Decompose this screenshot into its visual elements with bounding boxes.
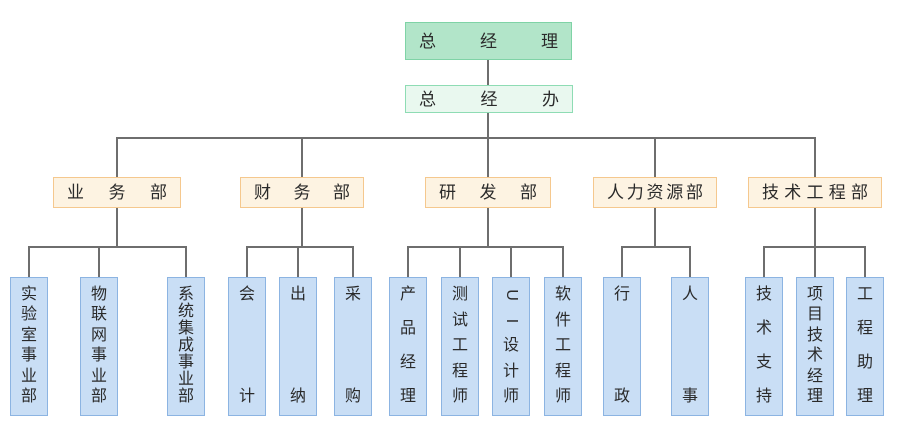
connector-line	[864, 247, 866, 277]
connector-line	[352, 247, 354, 277]
connector-line	[814, 208, 816, 247]
node-unit-laboratory-division: 实验室事业部	[10, 277, 48, 416]
connector-line	[28, 247, 30, 277]
node-general-manager: 总经理	[405, 22, 572, 60]
node-dept-tech-engineering: 技术工程部	[748, 177, 882, 208]
connector-line	[246, 246, 354, 248]
connector-line	[621, 247, 623, 277]
connector-line	[689, 247, 691, 277]
connector-line	[621, 246, 691, 248]
node-unit-product-manager: 产品经理	[389, 277, 427, 416]
node-dept-rnd: 研发部	[425, 177, 551, 208]
connector-line	[185, 247, 187, 277]
connector-line	[487, 113, 489, 138]
node-unit-accounting: 会计	[228, 277, 266, 416]
node-unit-tech-support: 技术支持	[745, 277, 783, 416]
connector-line	[116, 137, 816, 139]
node-unit-system-integration-division: 系统集成事业部	[167, 277, 205, 416]
node-unit-personnel: 人事	[671, 277, 709, 416]
node-unit-iot-division: 物联网事业部	[80, 277, 118, 416]
connector-line	[487, 208, 489, 247]
connector-line	[459, 247, 461, 277]
connector-line	[301, 138, 303, 177]
connector-line	[654, 138, 656, 177]
connector-line	[116, 138, 118, 177]
node-unit-project-tech-manager: 项目技术经理	[796, 277, 834, 416]
node-unit-software-engineer: 软件工程师	[544, 277, 582, 416]
connector-line	[407, 246, 564, 248]
connector-line	[654, 208, 656, 247]
connector-line	[487, 60, 489, 85]
connector-line	[407, 247, 409, 277]
node-unit-administration: 行政	[603, 277, 641, 416]
connector-line	[28, 246, 187, 248]
node-dept-business: 业务部	[53, 177, 181, 208]
node-dept-finance: 财务部	[240, 177, 364, 208]
connector-line	[763, 247, 765, 277]
connector-line	[814, 247, 816, 277]
node-unit-test-engineer: 测试工程师	[441, 277, 479, 416]
connector-line	[487, 138, 489, 177]
node-unit-procurement: 采购	[334, 277, 372, 416]
connector-line	[562, 247, 564, 277]
connector-line	[116, 208, 118, 247]
connector-line	[98, 247, 100, 277]
node-unit-engineering-assistant: 工程助理	[846, 277, 884, 416]
connector-line	[510, 247, 512, 277]
connector-line	[763, 246, 866, 248]
connector-line	[301, 208, 303, 247]
node-unit-cashier: 出纳	[279, 277, 317, 416]
node-dept-hr: 人力资源部	[593, 177, 717, 208]
connector-line	[814, 138, 816, 177]
node-general-manager-office: 总经办	[405, 85, 573, 113]
connector-line	[246, 247, 248, 277]
connector-line	[297, 247, 299, 277]
